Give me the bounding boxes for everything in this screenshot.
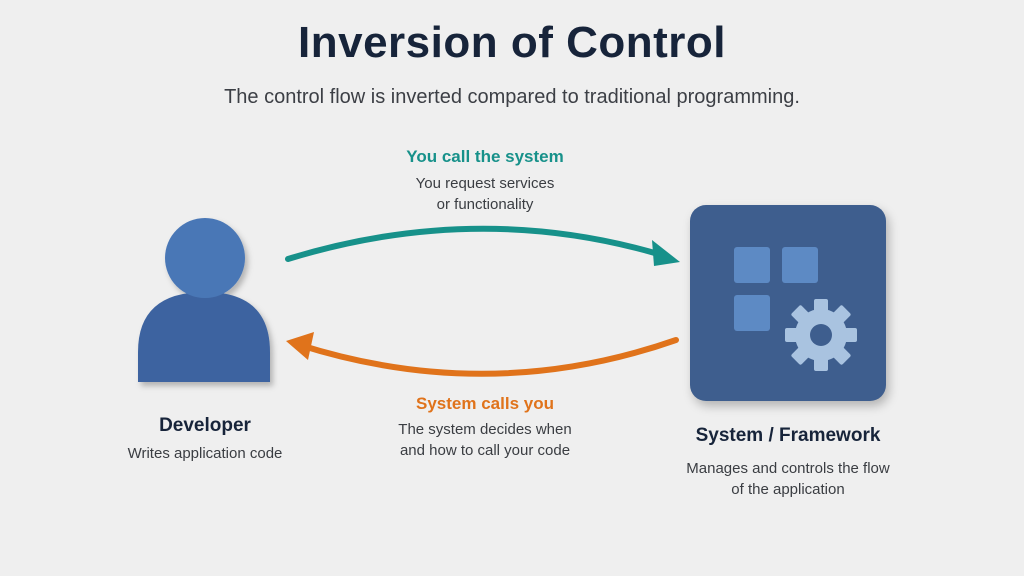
- page-subtitle: The control flow is inverted compared to…: [224, 86, 800, 108]
- call-system-arrow: [285, 225, 668, 262]
- page-title: Inversion of Control: [298, 18, 726, 67]
- system-calls-arrowhead: [286, 332, 314, 360]
- framework-gear-icon: [734, 247, 857, 371]
- developer-title: Developer: [159, 415, 251, 436]
- call-system-heading: You call the system: [406, 147, 564, 166]
- system-calls-heading: System calls you: [416, 394, 554, 413]
- system-title: System / Framework: [695, 425, 881, 446]
- system-calls-arrow: [297, 337, 679, 377]
- call-system-description: You request services or functionality: [415, 175, 555, 213]
- system-calls-description: The system decides when and how to call …: [398, 421, 572, 459]
- call-system-arrowhead: [652, 240, 680, 266]
- system-description: Manages and controls the flow of the app…: [686, 460, 890, 498]
- system-framework-box: [690, 205, 886, 401]
- developer-description: Writes application code: [127, 445, 283, 462]
